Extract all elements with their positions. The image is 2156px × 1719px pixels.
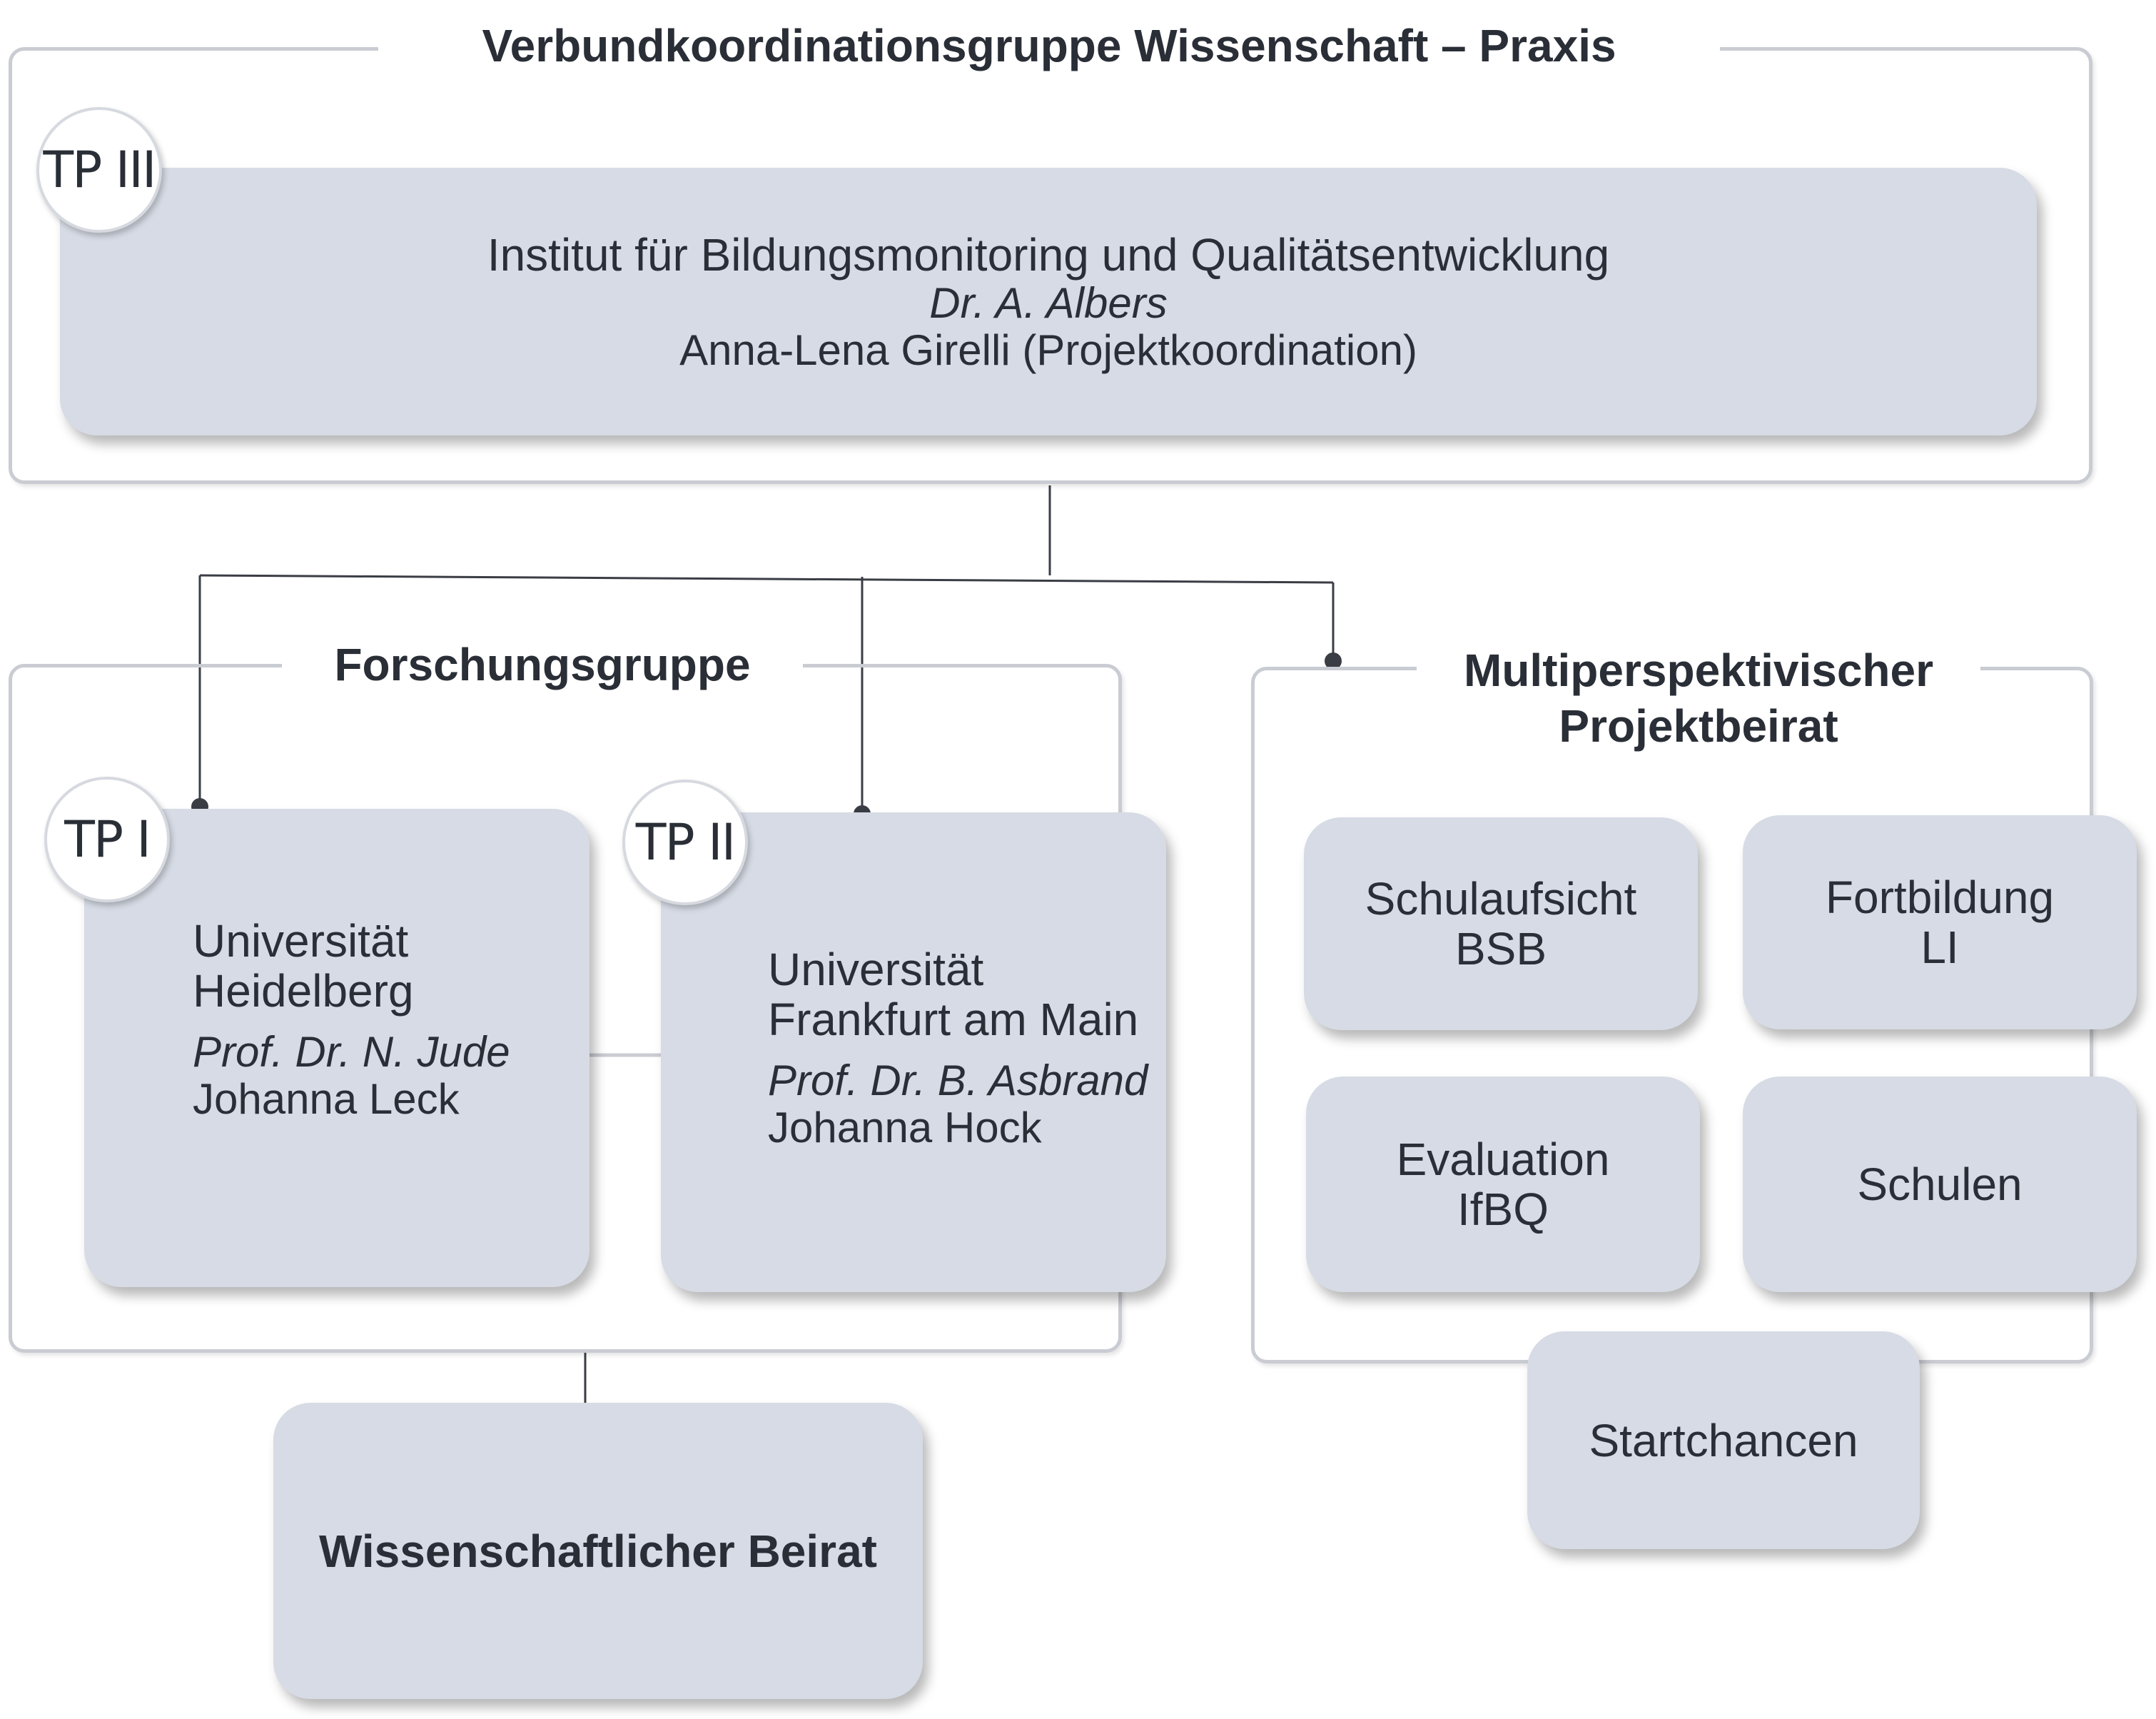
evaluation-card: Evaluation IfBQ: [1306, 1077, 1700, 1292]
schulaufsicht-line2: BSB: [1454, 923, 1547, 974]
tp1-badge-label: TP I: [64, 810, 151, 869]
verbund-group-title: Verbundkoordinationsgruppe Wissenschaft …: [378, 18, 1720, 74]
tp2-lead: Prof. Dr. B. Asbrand: [768, 1057, 1148, 1104]
startchancen-card: Startchancen: [1527, 1331, 1920, 1549]
wiss-beirat-label: Wissenschaftlicher Beirat: [319, 1525, 877, 1577]
schulen-card: Schulen: [1743, 1077, 2137, 1292]
tp3-badge-label: TP III: [43, 141, 156, 199]
fortbildung-line1: Fortbildung: [1825, 872, 2055, 923]
institute-coordinator: Anna-Lena Girelli (Projektkoordination): [679, 326, 1417, 374]
tp3-badge: TP III: [36, 107, 162, 233]
evaluation-line2: IfBQ: [1457, 1184, 1549, 1235]
fortbildung-line2: LI: [1920, 922, 1959, 973]
tp1-card: Universität Heidelberg Prof. Dr. N. Jude…: [84, 809, 589, 1287]
schulaufsicht-card: Schulaufsicht BSB: [1304, 817, 1698, 1030]
schulen-label: Schulen: [1857, 1159, 2023, 1210]
beirat-title-line1: Multiperspektivischer: [1464, 645, 1933, 696]
tp2-card: Universität Frankfurt am Main Prof. Dr. …: [661, 812, 1166, 1292]
connector-horizontal: [199, 574, 1334, 584]
institute-name: Institut für Bildungsmonitoring und Qual…: [487, 228, 1610, 281]
tp2-badge-label: TP II: [635, 813, 737, 872]
tp2-uni-line2: Frankfurt am Main: [768, 994, 1139, 1045]
tp1-uni-line2: Heidelberg: [193, 965, 414, 1017]
beirat-title-line2: Projektbeirat: [1559, 700, 1838, 752]
tp1-member: Johanna Leck: [193, 1075, 460, 1123]
evaluation-line1: Evaluation: [1396, 1134, 1610, 1185]
wiss-beirat-card: Wissenschaftlicher Beirat: [273, 1403, 923, 1699]
tp1-lead: Prof. Dr. N. Jude: [193, 1028, 510, 1076]
connector-dot-beirat: [1325, 652, 1342, 670]
forschung-group-title: Forschungsgruppe: [282, 637, 803, 692]
tp1-badge: TP I: [44, 777, 170, 902]
tp2-badge: TP II: [622, 780, 748, 905]
institute-lead: Dr. A. Albers: [929, 278, 1168, 327]
institute-card: Institut für Bildungsmonitoring und Qual…: [60, 168, 2037, 435]
beirat-group-title: Multiperspektivischer Projektbeirat: [1417, 642, 1980, 754]
fortbildung-card: Fortbildung LI: [1743, 815, 2137, 1029]
verbund-title-text: Verbundkoordinationsgruppe Wissenschaft …: [482, 20, 1616, 71]
forschung-title-text: Forschungsgruppe: [334, 639, 751, 690]
tp2-uni-line1: Universität: [768, 944, 984, 995]
tp2-member: Johanna Hock: [768, 1104, 1042, 1151]
startchancen-label: Startchancen: [1589, 1414, 1858, 1466]
schulaufsicht-line1: Schulaufsicht: [1365, 873, 1637, 924]
tp1-uni-line1: Universität: [193, 915, 409, 967]
